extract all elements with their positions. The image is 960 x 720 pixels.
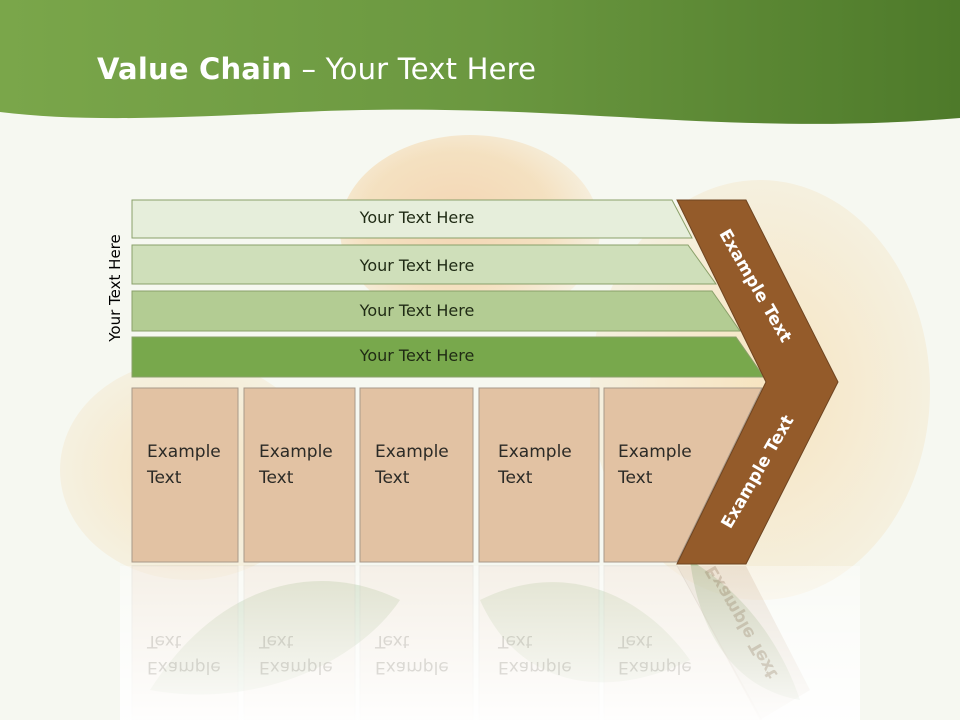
activity-box-5 [603, 387, 763, 563]
box-reflection-3-line-1: Example [375, 657, 449, 677]
box-reflection-4-line-2: Text [498, 631, 533, 651]
box-2-line-2: Text [259, 468, 294, 488]
box-4-line-2: Text [498, 468, 533, 488]
box-1-line-1: Example [147, 442, 221, 462]
box-reflection-3: Example Text [375, 628, 471, 680]
box-3-line-2: Text [375, 468, 410, 488]
box-reflection-1-line-2: Text [147, 631, 182, 651]
reflection [120, 565, 860, 720]
activity-box-4 [478, 387, 600, 563]
box-1-line-2: Text [147, 468, 182, 488]
activity-boxes [131, 387, 763, 563]
value-chain-chevron [676, 199, 839, 565]
box-reflection-2-line-2: Text [259, 631, 294, 651]
activity-box-3 [359, 387, 474, 563]
reflection-fade [120, 566, 860, 720]
row-shape-2 [131, 244, 717, 285]
box-reflection-5-line-1: Example [618, 657, 692, 677]
box-reflection-5-line-2: Text [618, 631, 653, 651]
activity-box-2 [243, 387, 356, 563]
row-label-4: Your Text Here [359, 346, 475, 365]
chevron-shape [676, 199, 839, 565]
box-5-line-2: Text [618, 468, 653, 488]
box-reflection-4: Example Text [498, 628, 594, 680]
box-reflection-1-line-1: Example [147, 657, 221, 677]
box-5-line-1: Example [618, 442, 692, 462]
header-band [0, 0, 960, 124]
row-shape-1 [131, 199, 693, 239]
box-reflection-2-line-1: Example [259, 657, 333, 677]
row-label-3: Your Text Here [359, 301, 475, 320]
box-reflection-5: Example Text [618, 628, 714, 680]
value-chain-rows [131, 199, 765, 378]
row-shape-3 [131, 290, 741, 332]
box-reflection-3-line-2: Text [375, 631, 410, 651]
row-label-1: Your Text Here [359, 208, 475, 227]
row-label-2: Your Text Here [359, 256, 475, 275]
box-reflection-4-line-1: Example [498, 657, 572, 677]
activity-box-1 [131, 387, 239, 563]
title-rest: – Your Text Here [292, 52, 537, 86]
box-2-line-1: Example [259, 442, 333, 462]
side-label: Your Text Here [106, 234, 124, 342]
page-title: Value Chain – Your Text Here [97, 52, 536, 86]
box-3-line-1: Example [375, 442, 449, 462]
box-4-line-1: Example [498, 442, 572, 462]
title-bold: Value Chain [97, 52, 293, 86]
box-reflection-1: Example Text [147, 628, 243, 680]
box-reflection-2: Example Text [259, 628, 355, 680]
